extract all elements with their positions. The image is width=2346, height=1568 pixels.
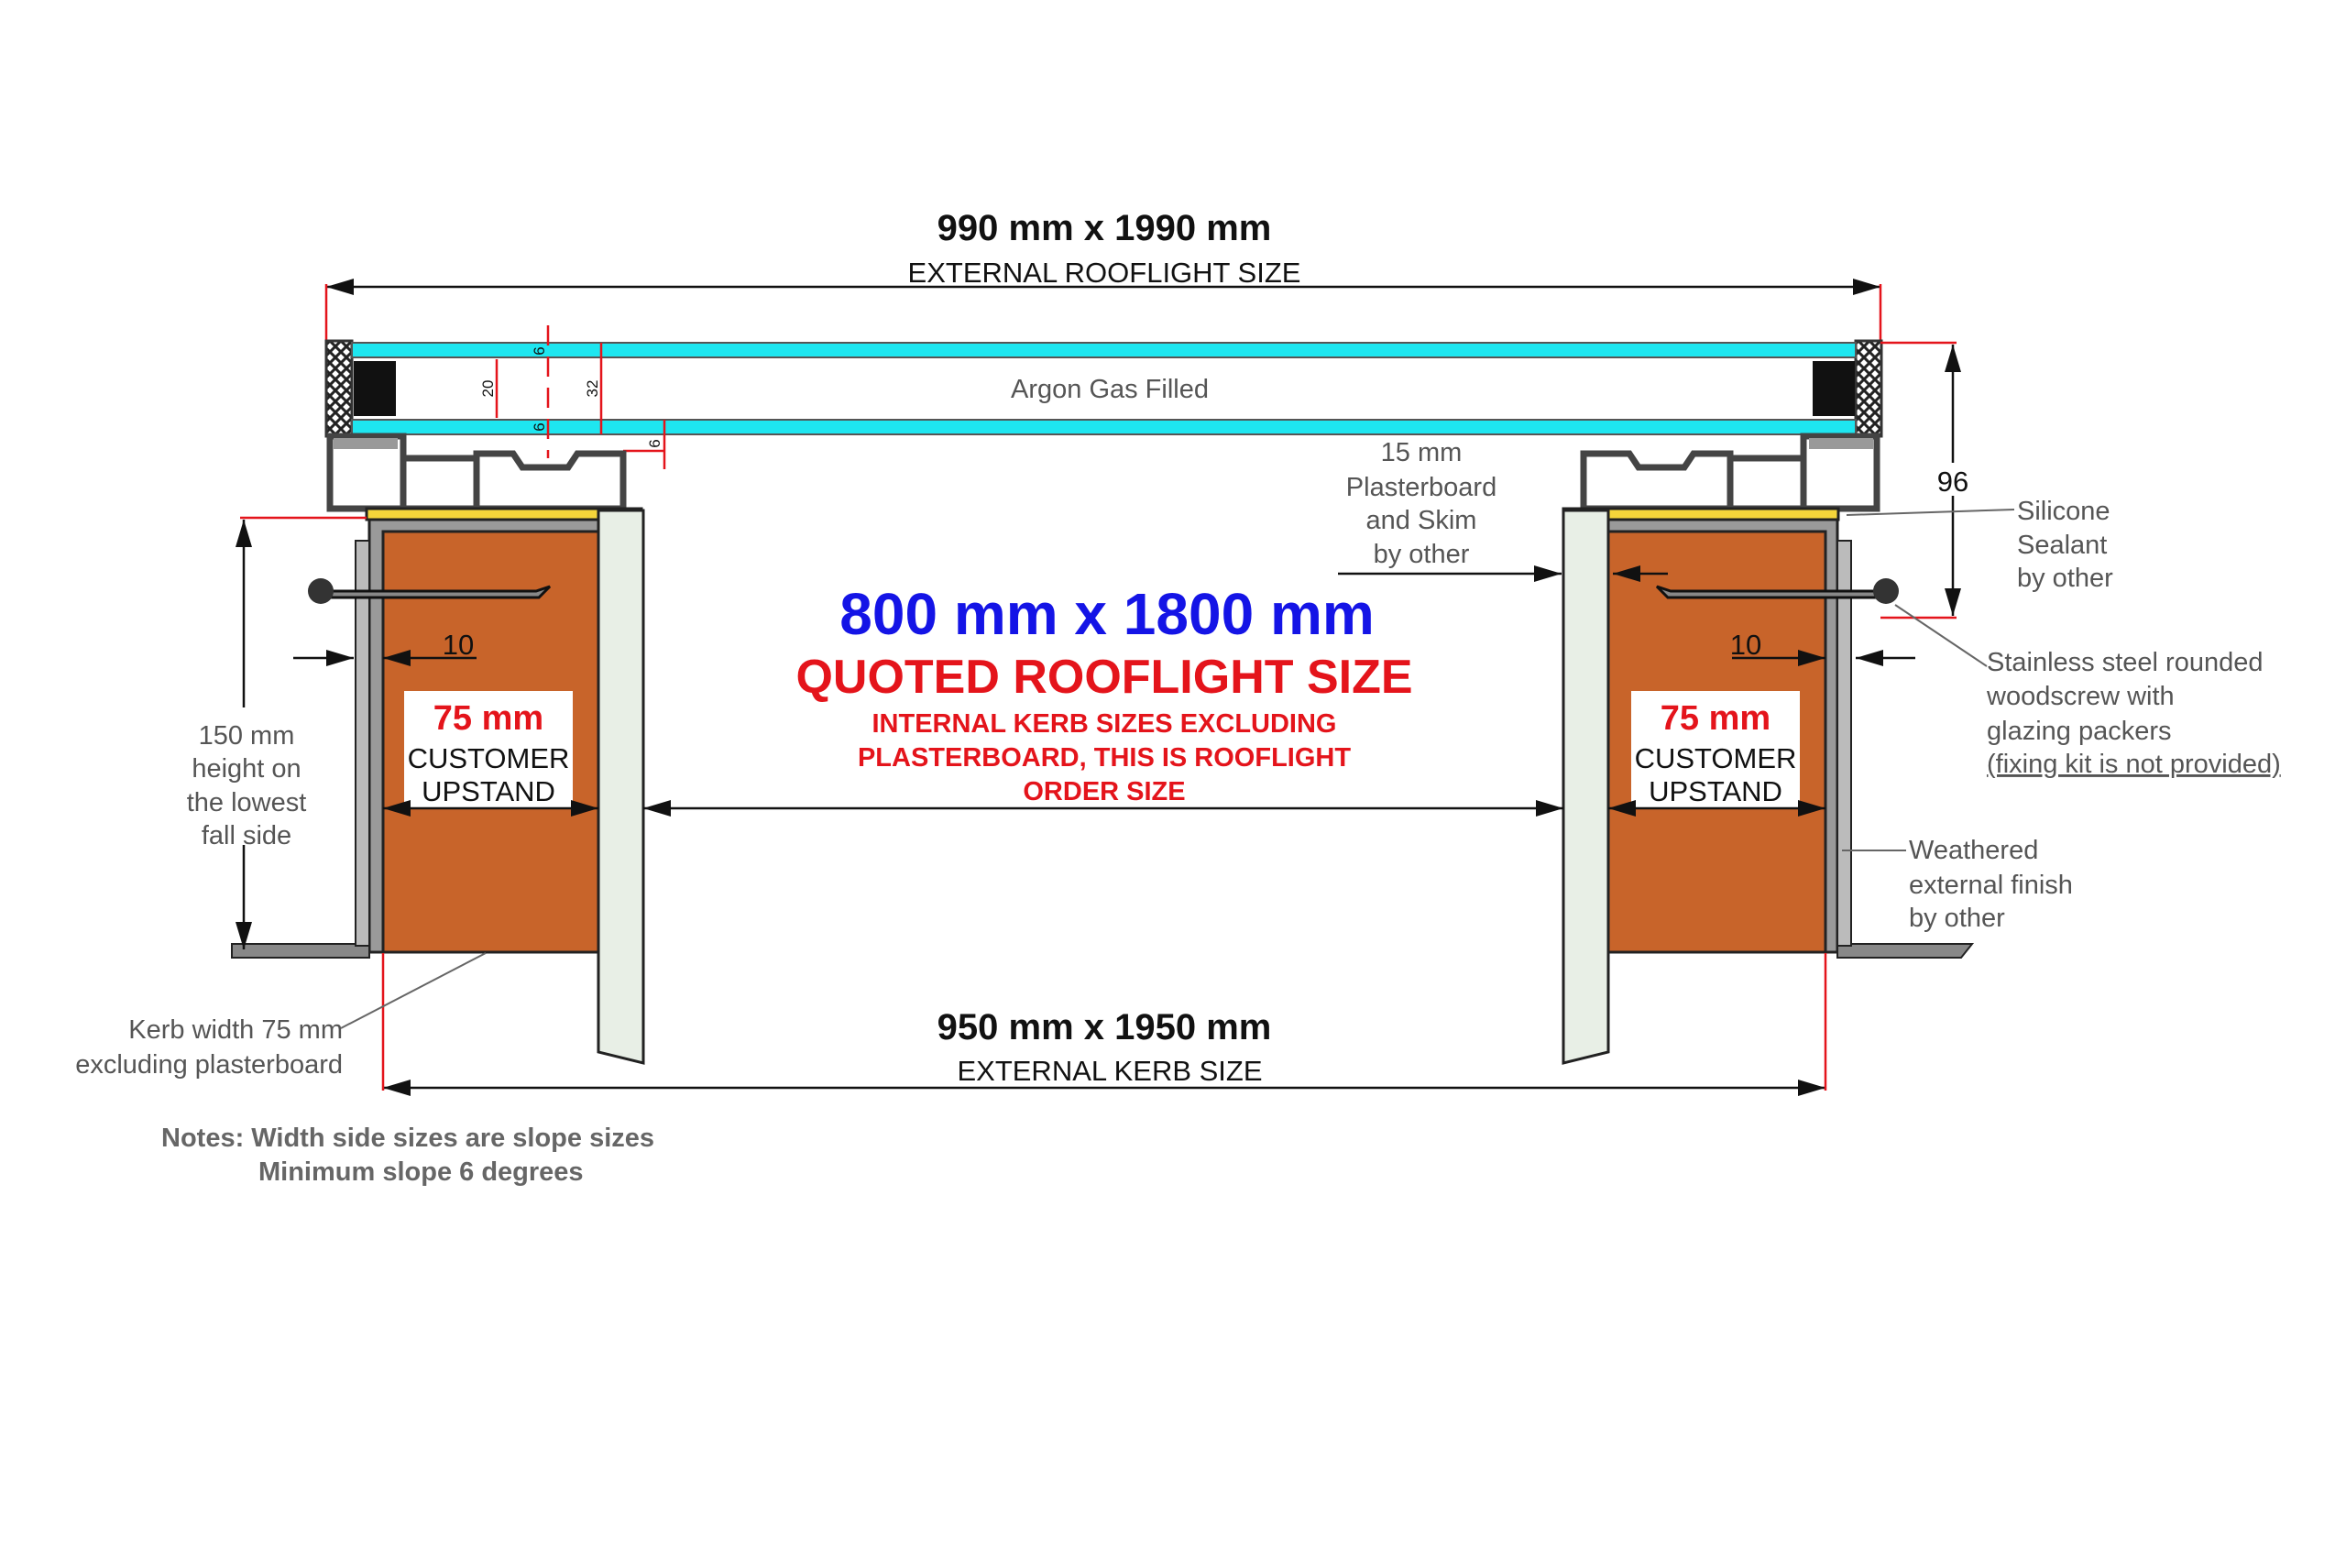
svg-text:15 mm: 15 mm [1381,438,1463,467]
svg-text:6: 6 [531,422,548,431]
external-rooflight-size: 990 mm x 1990 mm [937,208,1272,248]
svg-text:10: 10 [443,629,474,661]
svg-text:and Skim: and Skim [1366,506,1477,535]
svg-text:(fixing kit is not provided): (fixing kit is not provided) [1987,750,2281,779]
glazing-height-dim: 96 [1937,466,1968,498]
left-plasterboard [597,509,645,1065]
right-plasterboard [1562,509,1610,1065]
svg-text:excluding plasterboard: excluding plasterboard [75,1050,343,1080]
svg-text:6: 6 [646,439,663,447]
svg-text:32: 32 [584,380,601,398]
svg-text:Kerb width 75 mm: Kerb width 75 mm [128,1015,343,1045]
svg-text:950 mm x 1950 mm: 950 mm x 1950 mm [937,1007,1272,1047]
svg-text:UPSTAND: UPSTAND [422,775,555,807]
svg-text:external finish: external finish [1909,871,2073,900]
kerb-width-callout: Kerb width 75 mm excluding plasterboard [75,952,487,1080]
svg-text:height on: height on [192,754,301,784]
svg-text:75 mm: 75 mm [1661,699,1770,738]
svg-text:10: 10 [1730,629,1761,661]
svg-text:woodscrew with: woodscrew with [1986,682,2175,711]
external-kerb-dimension: 950 mm x 1950 mm EXTERNAL KERB SIZE [381,953,1827,1096]
left-upstand-label: 75 mm CUSTOMER UPSTAND [404,691,573,808]
plasterboard-callout: 15 mm Plasterboard and Skim by other [1338,438,1562,582]
quoted-size-block: 800 mm x 1800 mm QUOTED ROOFLIGHT SIZE I… [795,581,1412,806]
right-spacer [1813,361,1855,416]
inner-glass-pane [351,419,1857,435]
svg-text:Stainless steel rounded: Stainless steel rounded [1987,648,2263,677]
svg-text:Notes: Width side sizes are sl: Notes: Width side sizes are slope sizes [161,1124,654,1153]
svg-text:Minimum slope 6 degrees: Minimum slope 6 degrees [258,1157,584,1187]
svg-text:INTERNAL KERB SIZES EXCLUDING: INTERNAL KERB SIZES EXCLUDING [872,709,1336,739]
external-rooflight-label: EXTERNAL ROOFLIGHT SIZE [908,257,1301,289]
svg-text:CUSTOMER: CUSTOMER [408,742,570,774]
svg-text:glazing packers: glazing packers [1987,717,2172,746]
frame-profiles [326,433,1880,512]
finish-callout: Weathered external finish by other [1842,836,2073,933]
svg-text:CUSTOMER: CUSTOMER [1635,742,1797,774]
svg-text:20: 20 [479,380,497,398]
left-kerb: 10 75 mm CUSTOMER UPSTAND [231,507,645,1065]
outer-glass-pane [351,342,1857,358]
svg-text:Sealant: Sealant [2017,531,2107,560]
screw-callout: Stainless steel rounded woodscrew with g… [1894,604,2281,779]
svg-text:75 mm: 75 mm [433,699,543,738]
glazing-unit: Argon Gas Filled 6 20 32 6 6 [324,325,1883,469]
quoted-size: 800 mm x 1800 mm [839,581,1375,647]
svg-text:UPSTAND: UPSTAND [1649,775,1782,807]
svg-text:ORDER SIZE: ORDER SIZE [1023,777,1185,806]
svg-text:by other: by other [1909,904,2005,933]
right-flashing [1836,943,1975,959]
right-upstand-label: 75 mm CUSTOMER UPSTAND [1631,691,1800,808]
left-flashing [231,943,370,959]
height-callout: 150 mm height on the lowest fall side [156,707,339,850]
sealant-callout: Silicone Sealant by other [1846,497,2113,593]
argon-gas-label: Argon Gas Filled [1011,375,1209,404]
svg-text:Weathered: Weathered [1909,836,2038,865]
svg-text:fall side: fall side [202,821,291,850]
external-rooflight-dimension: 990 mm x 1990 mm EXTERNAL ROOFLIGHT SIZE [324,208,1882,341]
svg-text:Plasterboard: Plasterboard [1346,473,1496,502]
right-kerb: 10 75 mm CUSTOMER UPSTAND [1562,507,1975,1065]
left-spacer [354,361,396,416]
svg-text:EXTERNAL KERB SIZE: EXTERNAL KERB SIZE [957,1055,1262,1087]
svg-text:PLASTERBOARD, THIS IS ROOFLIGH: PLASTERBOARD, THIS IS ROOFLIGHT [858,743,1351,773]
svg-text:6: 6 [531,346,548,355]
notes: Notes: Width side sizes are slope sizes … [161,1124,654,1187]
svg-text:150 mm: 150 mm [199,721,295,751]
svg-text:Silicone: Silicone [2017,497,2110,526]
svg-text:the lowest: the lowest [187,788,307,817]
quoted-label: QUOTED ROOFLIGHT SIZE [795,651,1412,704]
svg-text:by other: by other [2017,564,2113,593]
svg-text:by other: by other [1374,540,1470,569]
